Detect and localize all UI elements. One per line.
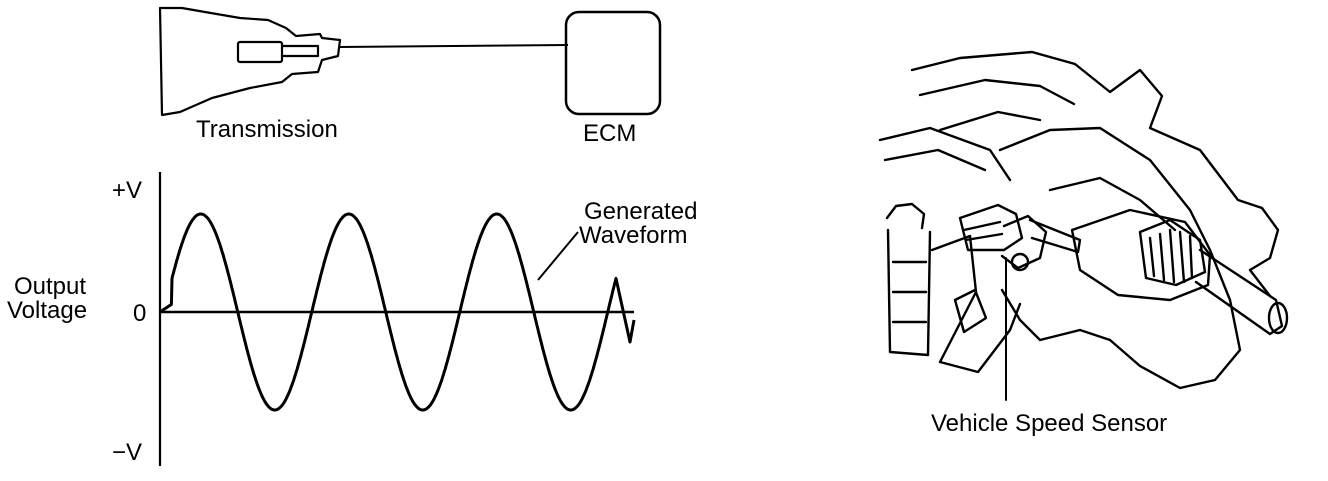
annotation-leader (537, 231, 579, 281)
y-axis-label-line1: Output (14, 273, 86, 300)
y-zero-label: 0 (133, 300, 146, 327)
ecm-label: ECM (583, 120, 636, 147)
waveform-chart: +V 0 −V Output Voltage Generated Wavefor… (7, 172, 697, 466)
waveform-annotation-line2: Waveform (579, 222, 687, 249)
signal-wire (339, 44, 569, 48)
waveform-annotation-line1: Generated (584, 198, 697, 225)
generated-waveform-curve (159, 212, 636, 412)
transmission-label: Transmission (196, 116, 338, 143)
transmission-outline (158, 6, 342, 117)
ecm-box (564, 10, 662, 116)
y-bottom-label: −V (112, 439, 142, 466)
y-top-label: +V (112, 177, 142, 204)
y-axis-label-line2: Voltage (7, 297, 87, 324)
transmission-block-diagram: Transmission ECM (158, 6, 662, 147)
vehicle-speed-sensor-label: Vehicle Speed Sensor (931, 410, 1167, 437)
transmission-sensor-illustration: Vehicle Speed Sensor (878, 50, 1289, 437)
